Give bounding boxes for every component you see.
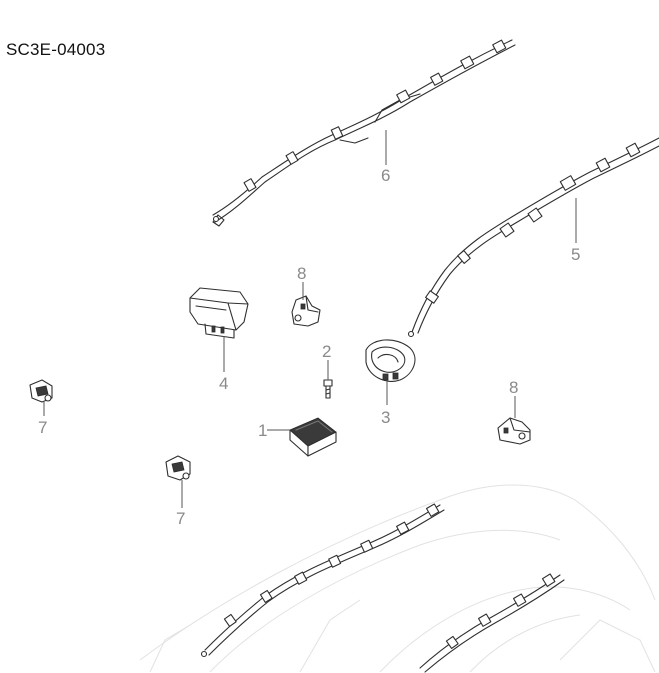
callout-7-left: 7 [38,418,47,437]
leader-lines [43,130,577,508]
callout-2: 2 [322,342,331,361]
passenger-airbag-module [189,287,249,339]
impact-sensor-lower [165,455,191,481]
callout-4: 4 [219,374,228,393]
impact-sensor-left [29,379,53,403]
curtain-airbag-right [407,137,659,338]
callout-3: 3 [381,408,390,427]
control-module [289,417,337,457]
sensor-bracket-upper [291,295,321,327]
callout-1: 1 [258,421,267,440]
curtain-airbag-upper [212,39,516,227]
callout-6: 6 [381,166,390,185]
driver-airbag [365,339,416,382]
callout-8-upper: 8 [297,264,306,283]
curtain-airbag-lower-right [419,573,565,673]
callout-8-right: 8 [509,378,518,397]
vehicle-outline [139,484,656,673]
callout-5: 5 [571,245,580,264]
diagram-code: SC3E-04003 [6,40,106,59]
screw [323,379,333,399]
sensor-bracket-right [497,417,531,445]
callout-7-lower: 7 [176,509,185,528]
curtain-airbag-lower-left [200,503,445,658]
